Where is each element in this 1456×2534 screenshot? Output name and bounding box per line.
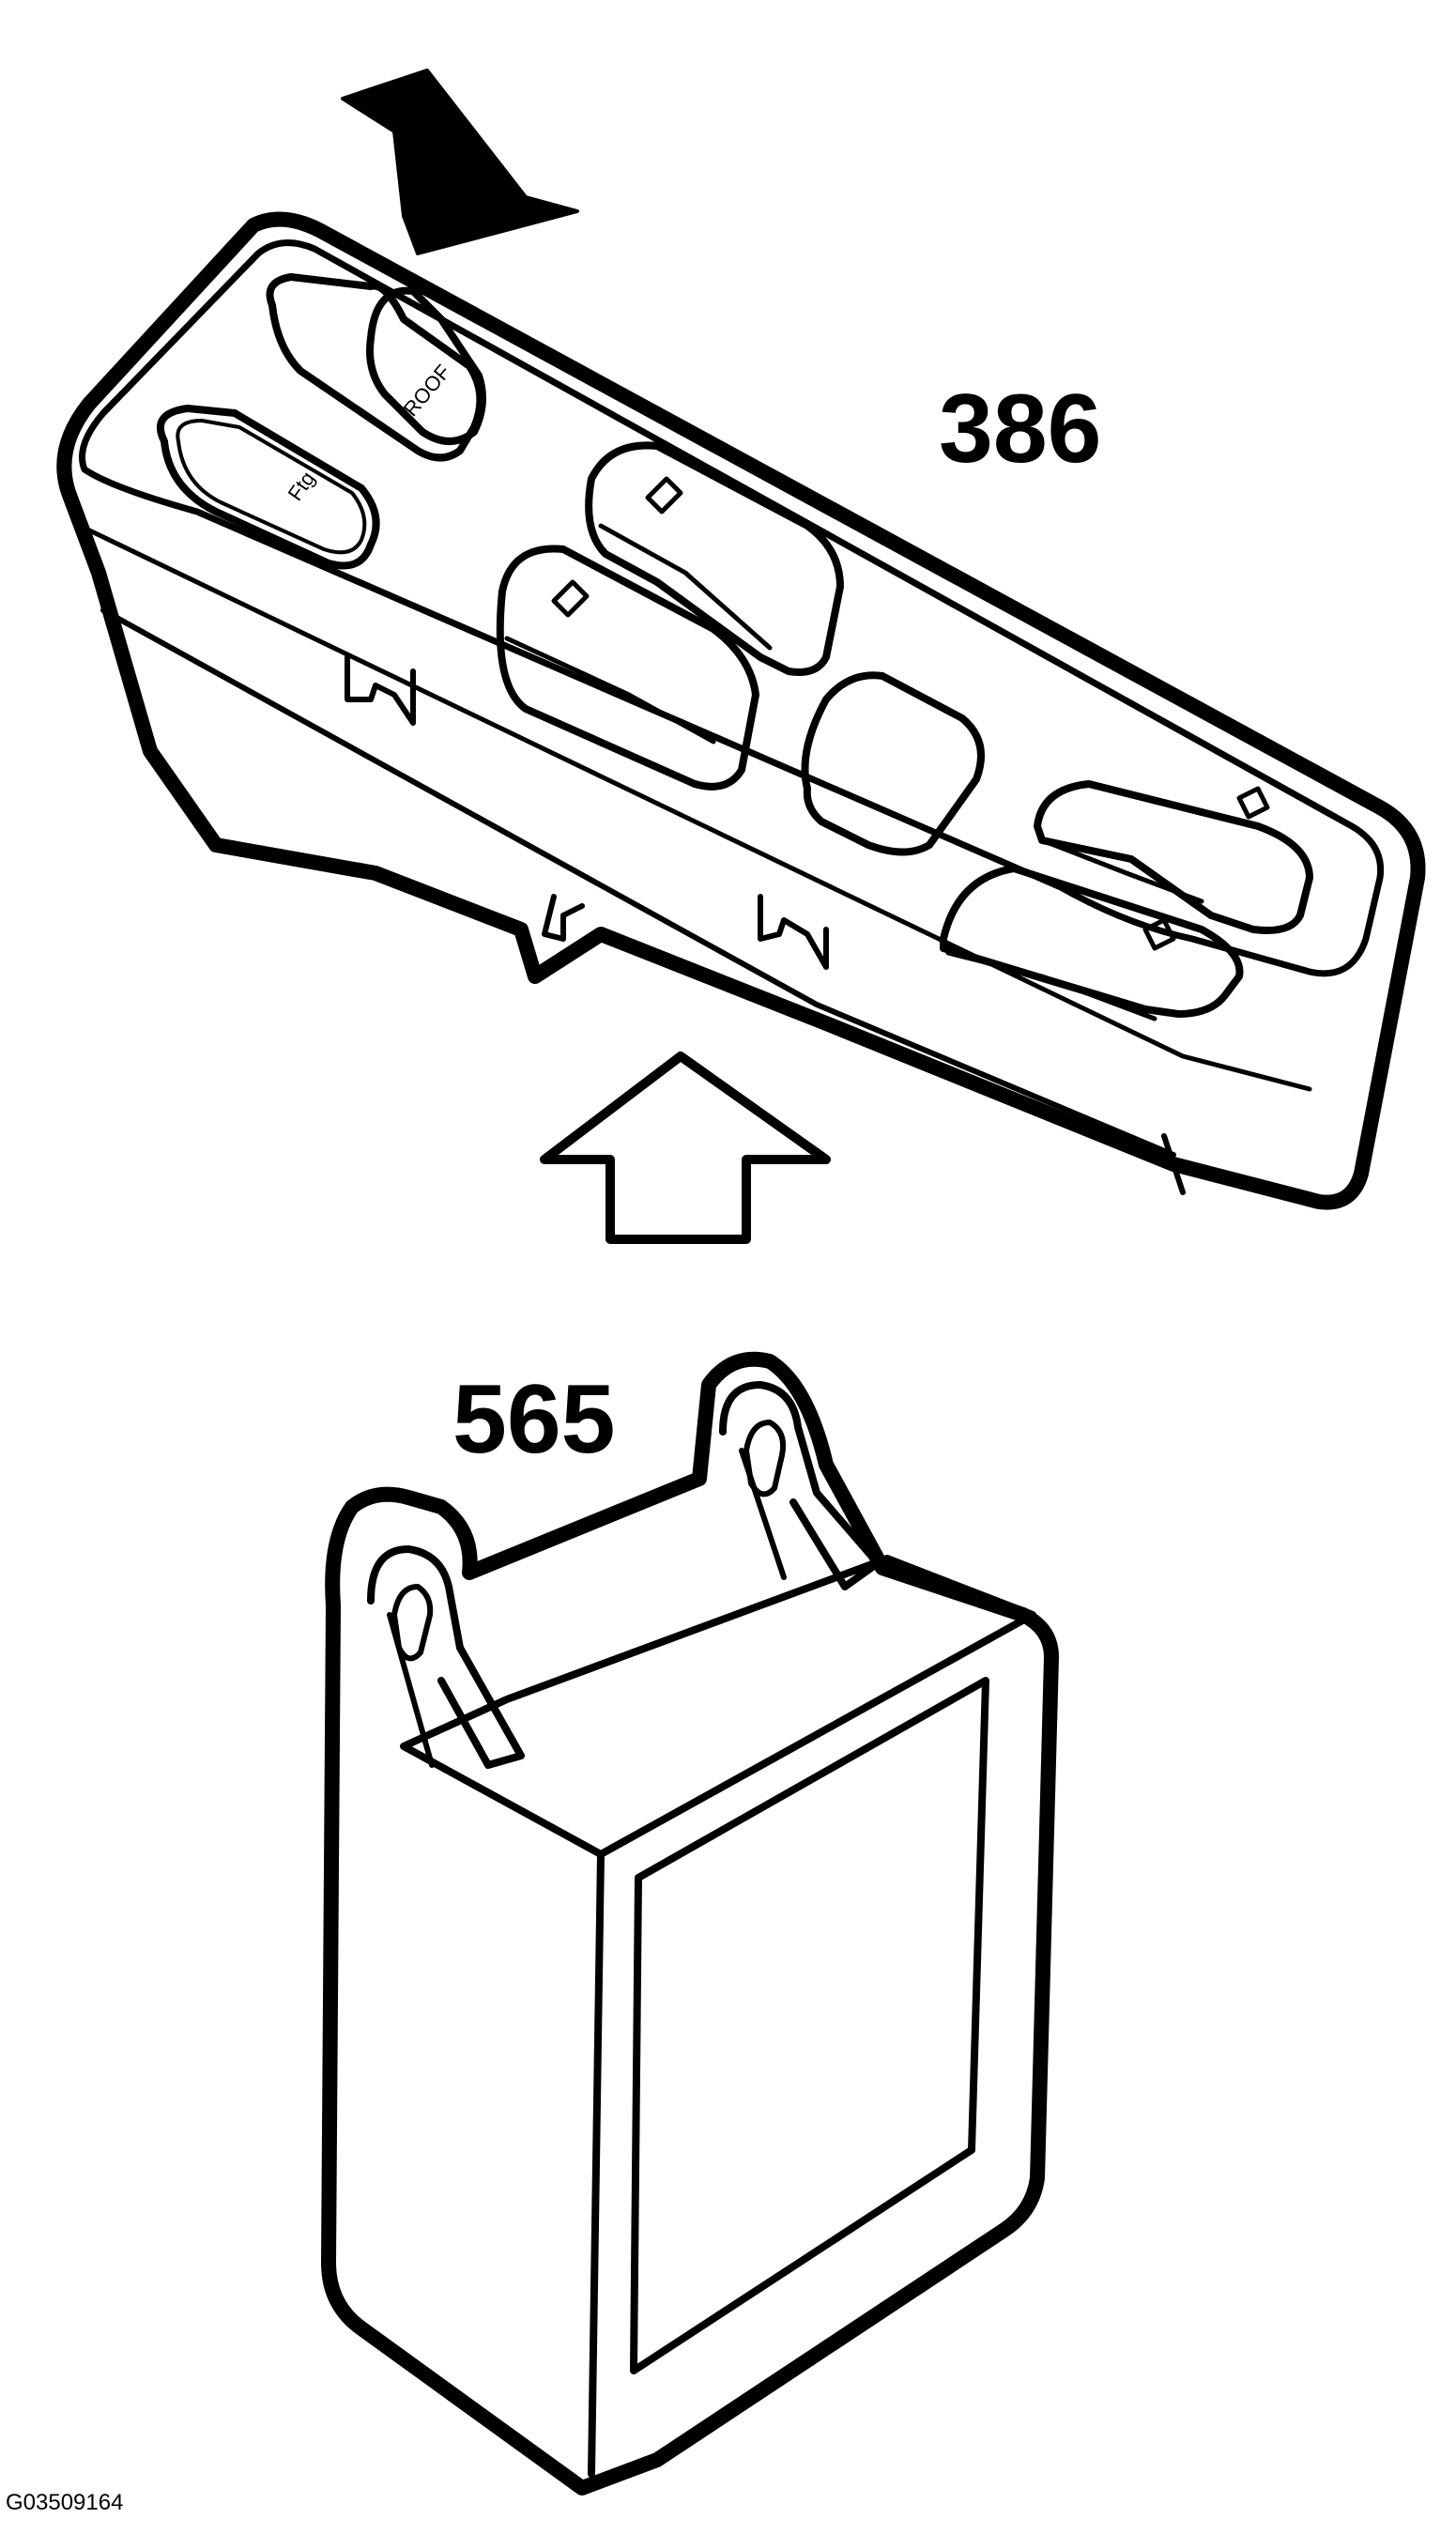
relay-module: [321, 1351, 1059, 2496]
roof-key-label: ROOF: [399, 360, 455, 421]
callout-386: 386: [939, 375, 1102, 484]
insert-arrow-icon: [540, 1052, 831, 1244]
callout-565: 565: [452, 1365, 616, 1474]
figure-id: G03509164: [6, 2490, 124, 2515]
press-arrow-icon: [341, 69, 579, 255]
window-switch-panel: ROOF Ftg: [56, 211, 1426, 1210]
